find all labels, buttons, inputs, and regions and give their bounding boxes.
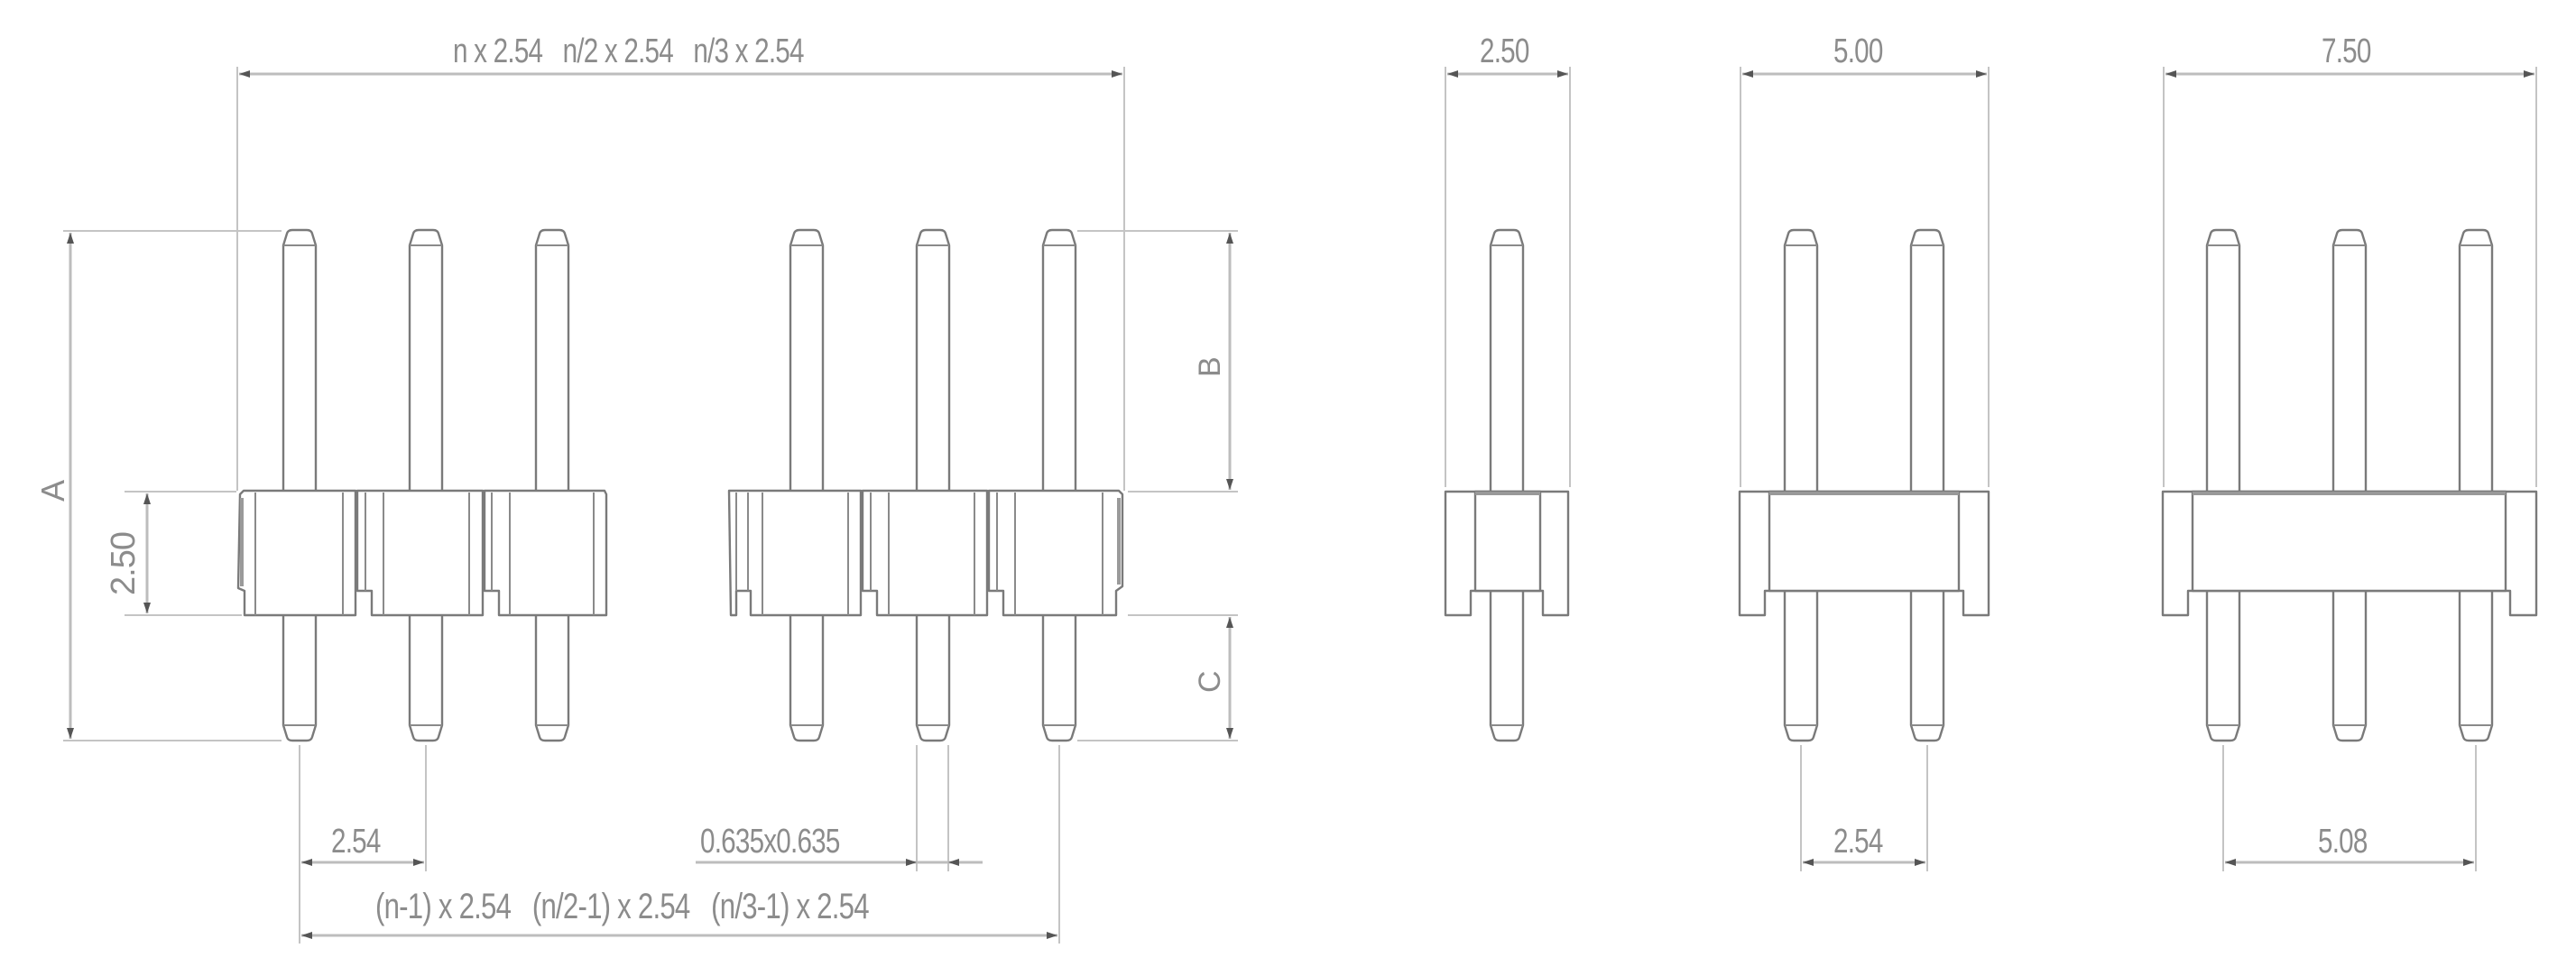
height-B-label: B [1193,357,1227,377]
double-pitch-dimension-label: 2.54 [1833,823,1883,861]
arrowheads [67,70,2534,939]
single-width-dimension-label: 2.50 [1480,32,1529,70]
side-view-single-row [1444,228,1570,742]
double-width-dimension-label: 5.00 [1833,32,1883,70]
body-height-dimension-label: 2.50 [105,532,143,595]
front-view-right-group [727,228,1124,742]
top-overall-dimension-label: n x 2.54 n/2 x 2.54 n/3 x 2.54 [453,32,805,70]
pitch-dimension-label: 2.54 [331,823,381,861]
bottom-overall-dimension-label: (n-1) x 2.54 (n/2-1) x 2.54 (n/3-1) x 2.… [375,887,870,926]
pin-section-dimension-label: 0.635x0.635 [700,823,840,861]
extension-lines [63,67,2537,944]
side-view-double-row [1738,228,1990,742]
side-view-triple-row [2161,228,2538,742]
height-A-label: A [34,480,71,502]
triple-pitch-dimension-label: 5.08 [2318,823,2368,861]
height-C-label: C [1193,671,1227,693]
triple-width-dimension-label: 7.50 [2322,32,2371,70]
dimension-lines [69,72,2534,937]
front-view-left-group [236,228,608,742]
